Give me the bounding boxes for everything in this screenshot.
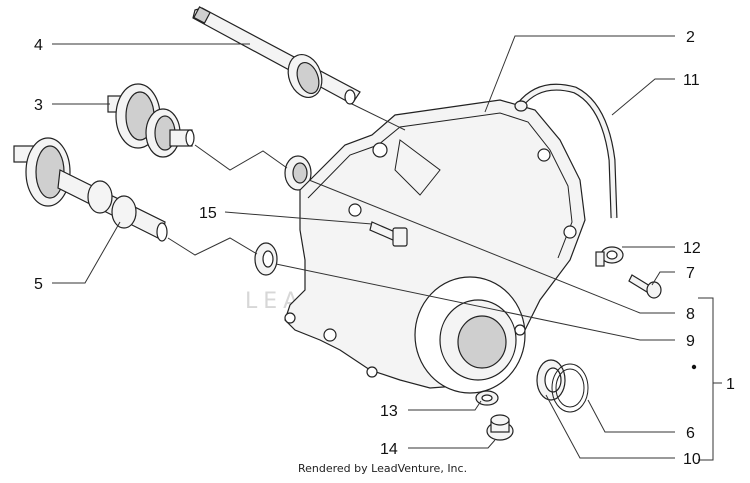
leader-lines — [52, 35, 722, 461]
callout-7: 7 — [686, 265, 695, 282]
callout-10: 10 — [683, 451, 701, 468]
callout-4: 4 — [34, 37, 43, 54]
callout-1: 1 — [726, 376, 735, 393]
cover-part-2 — [284, 99, 586, 394]
screw-part-7 — [628, 274, 662, 299]
washer-part-13 — [475, 390, 499, 406]
hose-part-11 — [514, 83, 618, 219]
shaft-part-5 — [13, 137, 168, 242]
callout-14: 14 — [380, 441, 398, 458]
gear-part-3 — [107, 83, 195, 158]
callout-3: 3 — [34, 97, 43, 114]
callout-15: 15 — [199, 205, 217, 222]
plug-part-14 — [486, 414, 514, 441]
seal-part-9 — [254, 242, 278, 276]
callout-2: 2 — [686, 29, 695, 46]
footer-credit: Rendered by LeadVenture, Inc. — [298, 462, 467, 475]
callout-13: 13 — [380, 403, 398, 420]
clamp-part-12 — [595, 246, 624, 267]
bolt-part-15 — [369, 221, 408, 247]
shaft-part-4 — [192, 6, 361, 105]
callout-11: 11 — [683, 72, 700, 89]
bearing-part-8 — [284, 155, 312, 191]
callout-8: 8 — [686, 306, 695, 323]
callout-12: 12 — [683, 240, 701, 257]
callout-5: 5 — [34, 276, 43, 293]
seal-part-10 — [536, 359, 566, 401]
callout-6: 6 — [686, 425, 695, 442]
callout-9: 9 — [686, 333, 695, 350]
ring-part-6 — [551, 363, 589, 413]
indicator-dot — [691, 364, 697, 370]
